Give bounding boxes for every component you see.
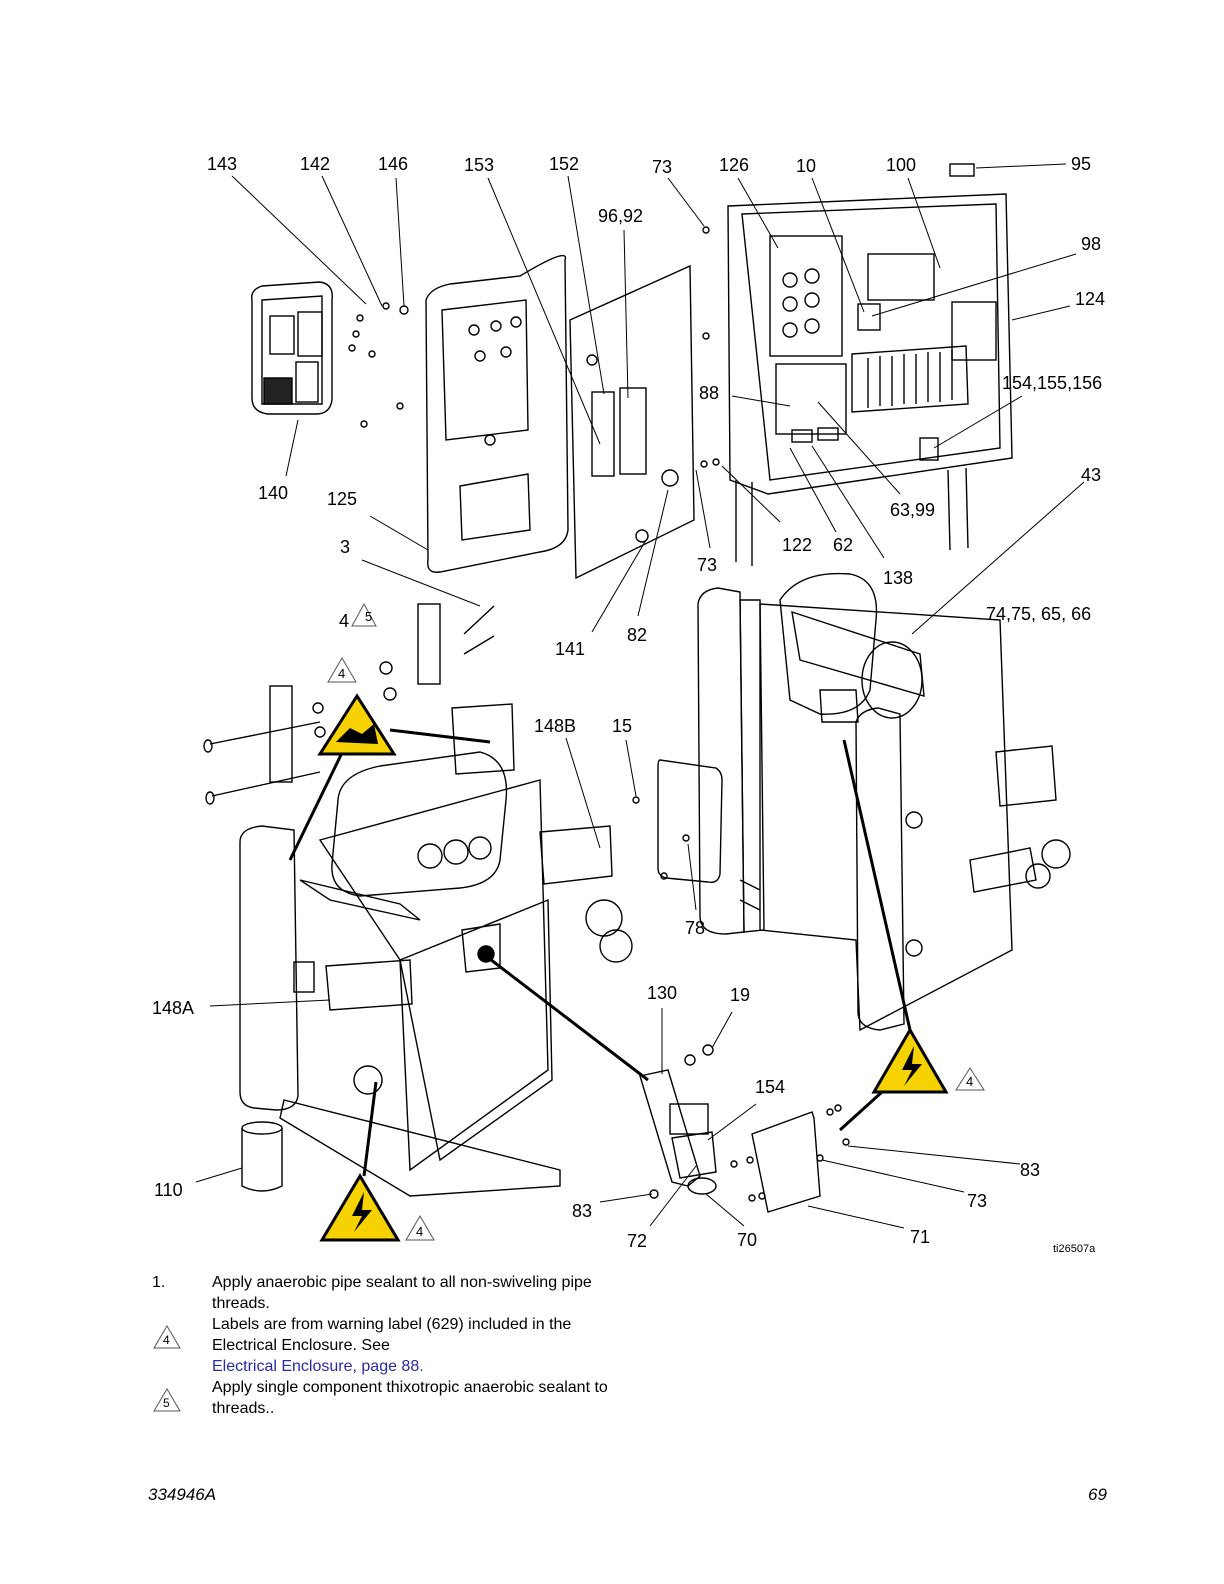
callout-3: 3 — [340, 537, 351, 557]
callout-43: 43 — [1081, 465, 1102, 485]
callout-63-99: 63,99 — [890, 500, 936, 520]
note-text: Labels are from warning label (629) incl… — [212, 1316, 572, 1354]
hardware-left — [203, 605, 495, 805]
electrical-enclosure-link[interactable]: Electrical Enclosure, page 88. — [212, 1358, 424, 1375]
callout-126: 126 — [719, 155, 750, 175]
callout-62: 62 — [833, 535, 854, 555]
note-triangle-number: 5 — [163, 1396, 170, 1410]
callout-98: 98 — [1081, 234, 1102, 254]
note-triangles — [327, 602, 985, 1241]
note-triangle-icon: 4 — [152, 1324, 196, 1350]
callout-148A: 148A — [152, 998, 195, 1018]
callout-154-155-156: 154,155,156 — [1002, 373, 1103, 393]
cover-140 — [251, 281, 333, 415]
hardware-top — [348, 226, 720, 543]
warning-label-electric-shock-icon — [871, 1027, 949, 1094]
callout-130: 130 — [647, 983, 678, 1003]
note-triangle-number: 4 — [966, 1074, 974, 1089]
callout-72: 72 — [627, 1231, 648, 1251]
note-4: 4 Labels are from warning label (629) in… — [152, 1314, 632, 1377]
callout-78: 78 — [685, 918, 706, 938]
callout-83: 83 — [1020, 1160, 1041, 1180]
callout-15: 15 — [612, 716, 633, 736]
note-text: Apply single component thixotropic anaer… — [212, 1379, 608, 1417]
callout-83: 83 — [572, 1201, 593, 1221]
callout-73: 73 — [967, 1191, 988, 1211]
callout-146: 146 — [378, 154, 409, 174]
callout-95: 95 — [1071, 154, 1092, 174]
callout-154: 154 — [755, 1077, 786, 1097]
note-1: 1. Apply anaerobic pipe sealant to all n… — [152, 1272, 632, 1314]
callout-4: 4 — [339, 611, 350, 631]
callout-82: 82 — [627, 625, 648, 645]
callout-96-92: 96,92 — [598, 206, 644, 226]
main-unit-right — [697, 572, 1071, 1032]
callout-122: 122 — [782, 535, 813, 555]
callout-73: 73 — [697, 555, 718, 575]
callout-140: 140 — [258, 483, 289, 503]
part-95 — [949, 163, 975, 177]
callout-148B: 148B — [534, 716, 577, 736]
note-triangle-number: 4 — [163, 1333, 170, 1347]
callout-70: 70 — [737, 1230, 758, 1250]
main-unit-left — [239, 603, 633, 1197]
callout-153: 153 — [464, 155, 495, 175]
document-number: 334946A — [148, 1485, 217, 1504]
callout-100: 100 — [886, 155, 917, 175]
callout-142: 142 — [300, 154, 331, 174]
note-triangle-number: 5 — [365, 609, 373, 624]
leader-lines — [195, 163, 1085, 1229]
note-5: 5 Apply single component thixotropic ana… — [152, 1377, 632, 1419]
callout-71: 71 — [910, 1227, 931, 1247]
callout-110: 110 — [154, 1180, 183, 1200]
callout-73: 73 — [652, 157, 673, 177]
door-plate — [569, 264, 695, 580]
note-triangle-number: 4 — [416, 1224, 424, 1239]
callout-138: 138 — [883, 568, 914, 588]
note-marker: 1. — [152, 1274, 166, 1291]
warning-label-electric-shock-icon — [319, 1173, 401, 1242]
callout-88: 88 — [699, 383, 720, 403]
callout-19: 19 — [730, 985, 751, 1005]
callout-125: 125 — [327, 489, 358, 509]
callout-124: 124 — [1075, 289, 1106, 309]
figure-id: ti26507a — [1053, 1243, 1096, 1255]
callout-10: 10 — [796, 156, 817, 176]
note-triangle-icon: 5 — [152, 1387, 196, 1413]
callout-141: 141 — [555, 639, 586, 659]
warning-label-pointers — [288, 723, 912, 1177]
callout-74-75-65-66: 74,75, 65, 66 — [986, 604, 1092, 624]
page-number: 69 — [1088, 1485, 1107, 1504]
electrical-enclosure — [727, 193, 1013, 566]
bracket-assembly — [639, 1044, 850, 1213]
callout-143: 143 — [207, 154, 238, 174]
note-text: Apply anaerobic pipe sealant to all non-… — [212, 1274, 592, 1312]
plate-78 — [657, 759, 723, 884]
warning-label-hot-surface-icon — [317, 693, 397, 756]
callout-152: 152 — [549, 154, 580, 174]
filter-110 — [241, 1121, 283, 1192]
note-triangle-number: 4 — [338, 666, 346, 681]
front-panel-125 — [425, 254, 569, 573]
notes-section: 1. Apply anaerobic pipe sealant to all n… — [152, 1272, 632, 1419]
